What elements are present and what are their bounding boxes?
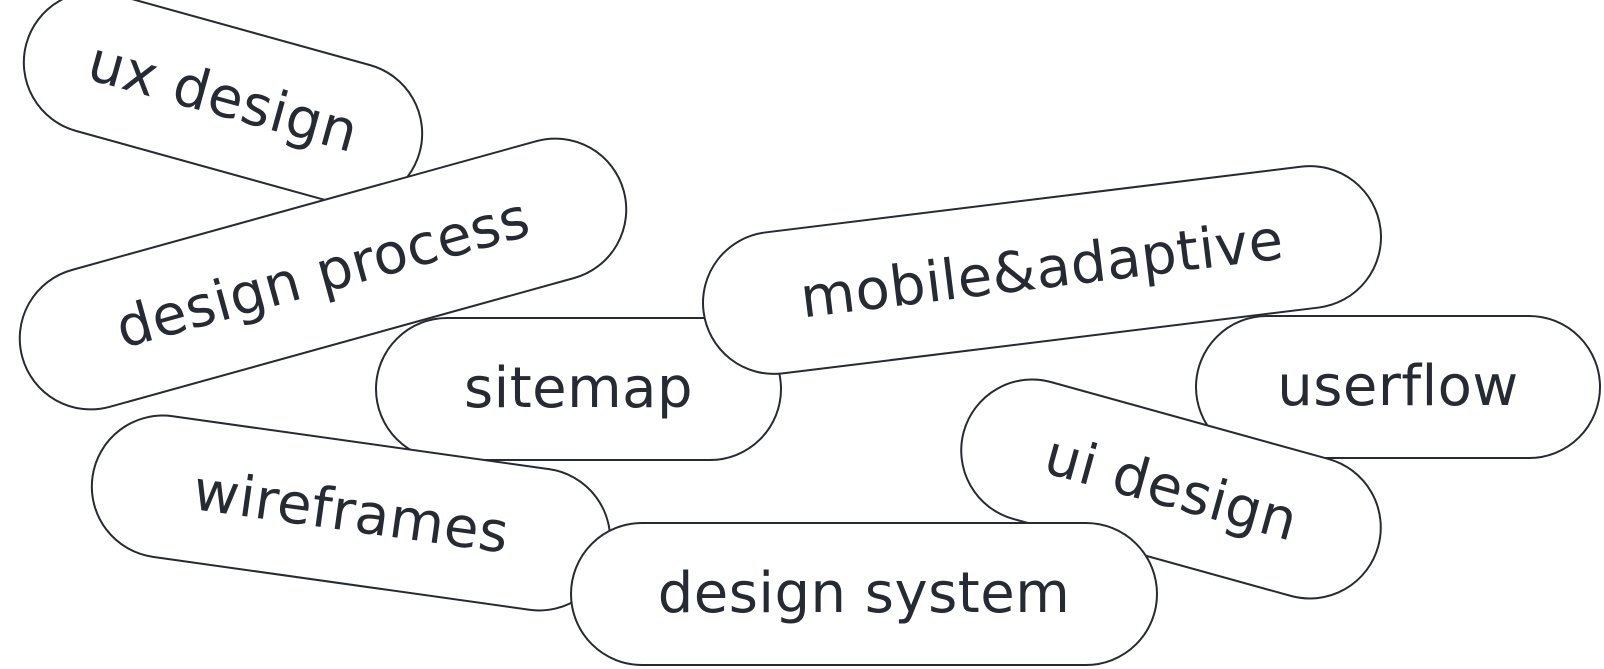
tag-label: ux design <box>81 29 366 166</box>
tag-label: mobile&adaptive <box>796 207 1288 332</box>
tag-userflow: userflow <box>1195 315 1601 459</box>
tag-label: userflow <box>1277 354 1519 419</box>
tag-design-system: design system <box>570 522 1158 666</box>
tag-label: design system <box>657 561 1071 626</box>
tag-label: wireframes <box>189 458 513 567</box>
tag-label: sitemap <box>463 356 694 421</box>
